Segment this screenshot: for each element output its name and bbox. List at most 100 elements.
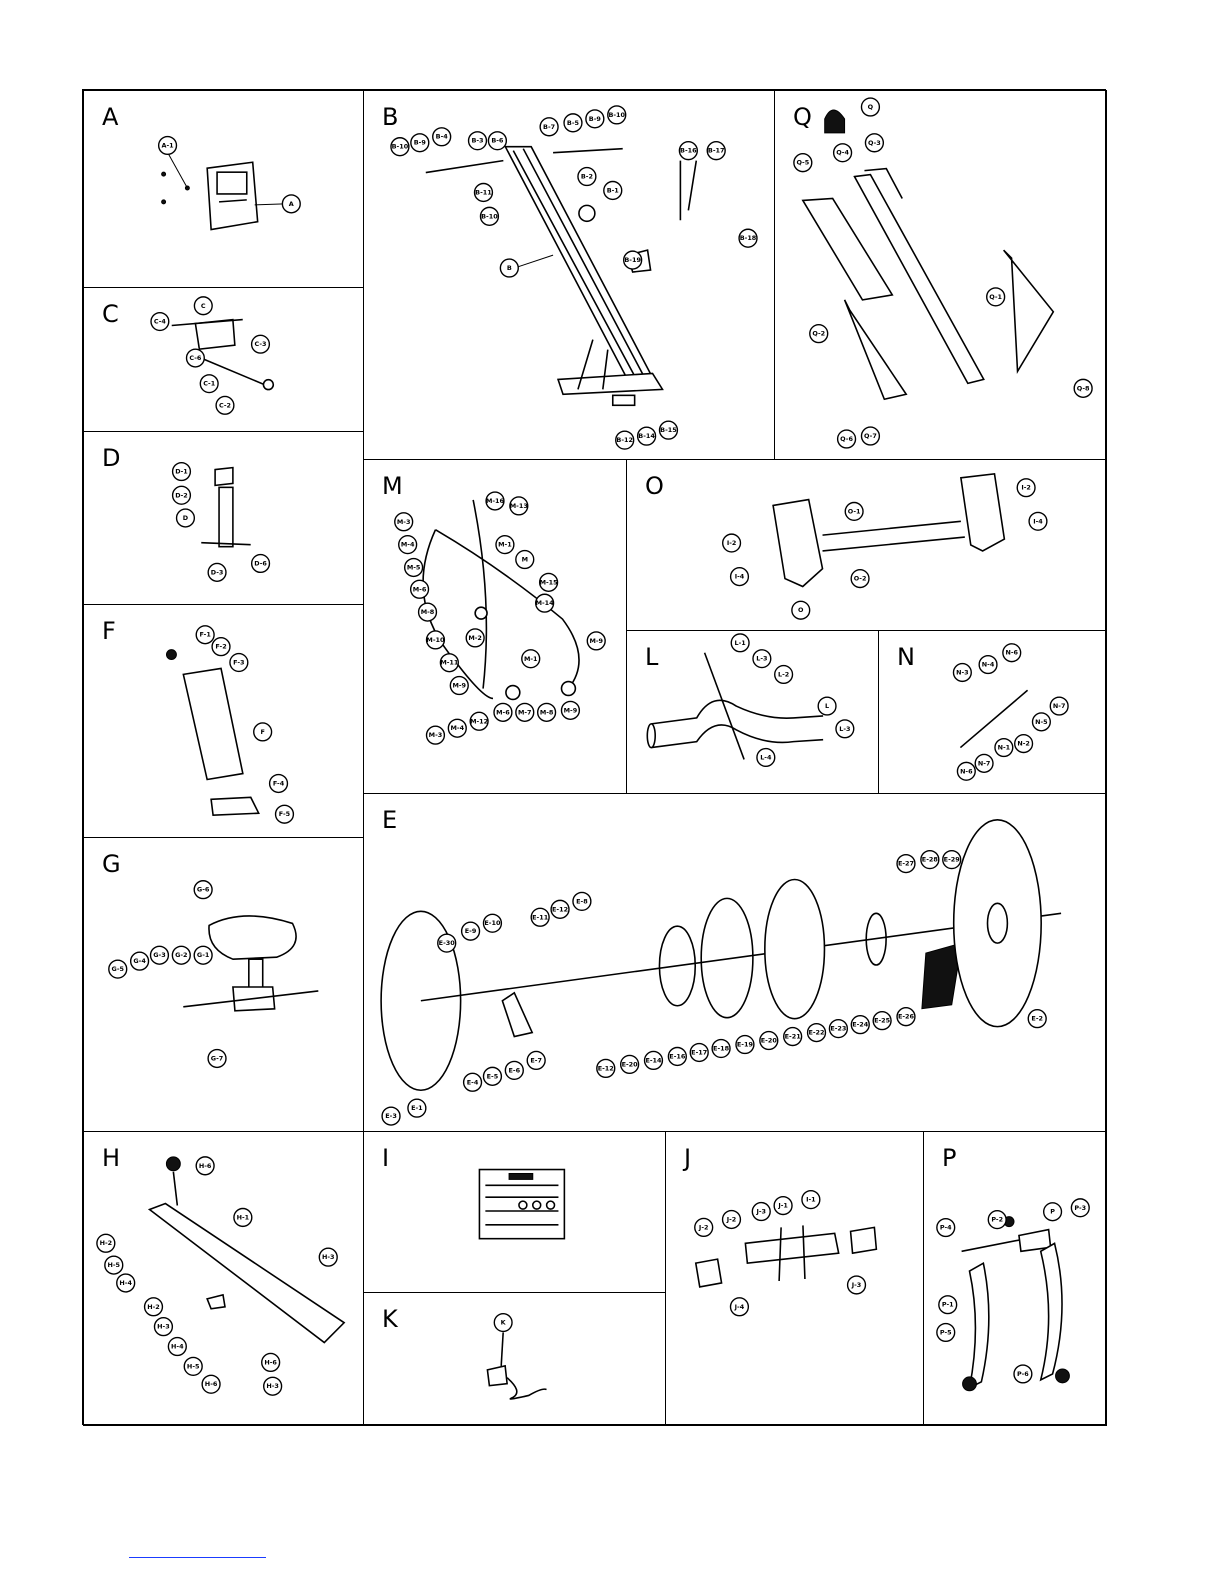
callout-B-2: B-2 xyxy=(577,166,597,187)
svg-text:P-6: P-6 xyxy=(1017,1370,1029,1378)
svg-text:F: F xyxy=(260,728,264,736)
callout-B-17: B-17 xyxy=(706,141,726,161)
callout-B-5: B-5 xyxy=(563,113,583,133)
callout-B-10b: B-10 xyxy=(607,105,627,125)
svg-text:E-14: E-14 xyxy=(645,1056,662,1064)
callout-E-17: E-17 xyxy=(689,1042,709,1063)
svg-text:E-26: E-26 xyxy=(898,1013,915,1021)
callout-C-3: C-3 xyxy=(250,334,271,354)
svg-text:Q: Q xyxy=(868,103,874,111)
svg-text:C-1: C-1 xyxy=(203,380,216,388)
svg-text:P-2: P-2 xyxy=(991,1216,1003,1224)
svg-text:H-3: H-3 xyxy=(322,1253,335,1261)
svg-text:G-4: G-4 xyxy=(133,957,146,965)
callout-E-14: E-14 xyxy=(643,1050,664,1071)
panel-L: L L-1 L-3 L-2 L L-3 L-4 xyxy=(626,630,879,794)
panel-letter: N xyxy=(897,643,915,671)
panel-O: O O-1 O-2 I-2 I-4 I-2 I-4 O xyxy=(626,459,1107,631)
callout-B-12: B-12 xyxy=(615,430,635,450)
svg-text:L-4: L-4 xyxy=(760,753,772,761)
callout-H-3c: H-3 xyxy=(263,1376,283,1396)
svg-text:E-2: E-2 xyxy=(1031,1015,1043,1023)
svg-text:I-2: I-2 xyxy=(727,539,737,547)
callout-J-4: J-4 xyxy=(729,1297,750,1317)
callout-H-2a: H-2 xyxy=(96,1233,116,1253)
svg-text:B-6: B-6 xyxy=(491,137,504,145)
callout-M-14: M-14 xyxy=(534,593,555,613)
callout-B-1: B-1 xyxy=(603,180,623,201)
svg-text:B-15: B-15 xyxy=(660,426,677,434)
panel-E: E E-30 E-9 E-10 E-11 E-12 E-8 E-3 E-1 E-… xyxy=(363,793,1107,1132)
callout-P-6: P-6 xyxy=(1013,1364,1033,1384)
callout-I-4a: I-4 xyxy=(1028,511,1048,531)
callout-F-3: F-3 xyxy=(229,652,249,673)
panel-letter: F xyxy=(102,617,116,645)
svg-text:H-6: H-6 xyxy=(205,1380,218,1388)
panel-I: I xyxy=(363,1131,666,1293)
callout-E-20a: E-20 xyxy=(619,1054,640,1075)
svg-text:D: D xyxy=(183,514,188,522)
callout-F-1: F-1 xyxy=(195,625,215,645)
svg-text:E-20: E-20 xyxy=(622,1060,639,1068)
cover-drawing: F-1 F-2 F-3 F F-4 F-5 xyxy=(165,625,295,824)
svg-text:M-13: M-13 xyxy=(510,502,528,510)
panel-A: A A-1 A xyxy=(83,90,364,288)
svg-text:L: L xyxy=(825,702,829,710)
callout-H-2b: H-2 xyxy=(143,1297,164,1317)
callout-M-8: M-8 xyxy=(417,602,438,622)
callout-G-7: G-7 xyxy=(207,1048,227,1069)
callout-H-1: H-1 xyxy=(233,1207,253,1228)
svg-text:Q-8: Q-8 xyxy=(1077,384,1090,392)
callout-M-3: M-3 xyxy=(394,512,414,532)
callout-I-1: I-1 xyxy=(801,1189,821,1210)
callout-E-20b: E-20 xyxy=(759,1030,779,1051)
svg-text:F-4: F-4 xyxy=(273,779,285,787)
parts-diagram-sheet: A A-1 A B B-10 B-9 B-4 B-3 B-6 xyxy=(82,89,1107,1426)
callout-M-9c: M-9 xyxy=(560,700,581,720)
callout-L-3b: L-3 xyxy=(835,719,855,739)
panel-F: F F-1 F-2 F-3 F F-4 F-5 xyxy=(83,604,364,838)
footer-link-underline[interactable] xyxy=(129,1557,266,1558)
svg-text:J-3: J-3 xyxy=(755,1208,766,1216)
panel-letter: J xyxy=(684,1144,692,1172)
callout-E-24: E-24 xyxy=(850,1014,870,1035)
svg-text:E-11: E-11 xyxy=(532,913,549,921)
callout-O: O xyxy=(791,600,811,620)
callout-B: B xyxy=(499,254,554,278)
svg-text:E-29: E-29 xyxy=(944,856,961,864)
linkage-drawing: N-3 N-4 N-6 N-7 N-5 N-2 N-1 N-6 N-7 xyxy=(952,643,1069,781)
svg-text:G-7: G-7 xyxy=(211,1054,223,1062)
svg-text:Q-1: Q-1 xyxy=(989,293,1002,301)
callout-P-4: P-4 xyxy=(936,1217,956,1238)
svg-text:E-4: E-4 xyxy=(467,1078,479,1086)
callout-H-6c: H-6 xyxy=(261,1352,281,1373)
svg-text:E-12: E-12 xyxy=(598,1064,614,1072)
callout-E-2: E-2 xyxy=(1027,1009,1047,1029)
callout-H-6a: H-6 xyxy=(195,1156,215,1176)
adapter-drawing: K xyxy=(486,1312,547,1400)
svg-text:P-4: P-4 xyxy=(940,1224,952,1232)
svg-text:E-7: E-7 xyxy=(530,1056,542,1064)
svg-text:H-1: H-1 xyxy=(237,1213,250,1221)
svg-text:E-20: E-20 xyxy=(761,1037,778,1045)
svg-text:E-8: E-8 xyxy=(576,897,588,905)
svg-text:D-2: D-2 xyxy=(175,491,188,499)
panel-letter: K xyxy=(382,1305,398,1333)
callout-G-3: G-3 xyxy=(149,945,170,965)
panel-B: B B-10 B-9 B-4 B-3 B-6 B-7 B-5 B-9 B-10 … xyxy=(363,90,775,460)
panel-M: M M-3 M-4 M-5 M-6 M-8 M-10 M-11 M-9 M-3 … xyxy=(363,459,627,794)
svg-text:M-6: M-6 xyxy=(413,585,427,593)
svg-text:M-2: M-2 xyxy=(468,634,482,642)
callout-E-10: E-10 xyxy=(482,913,503,933)
svg-text:N-3: N-3 xyxy=(956,668,968,676)
svg-text:E-17: E-17 xyxy=(691,1048,707,1056)
callout-G-1: G-1 xyxy=(193,945,213,965)
callout-E-23: E-23 xyxy=(828,1018,849,1039)
callout-N-7b: N-7 xyxy=(974,753,994,773)
callout-N-2: N-2 xyxy=(1014,734,1034,754)
panel-letter: Q xyxy=(793,103,812,131)
callout-M-15: M-15 xyxy=(538,572,559,592)
svg-text:M-6: M-6 xyxy=(496,708,510,716)
callout-B-10c: B-10 xyxy=(479,206,500,226)
callout-F-2: F-2 xyxy=(211,637,231,657)
